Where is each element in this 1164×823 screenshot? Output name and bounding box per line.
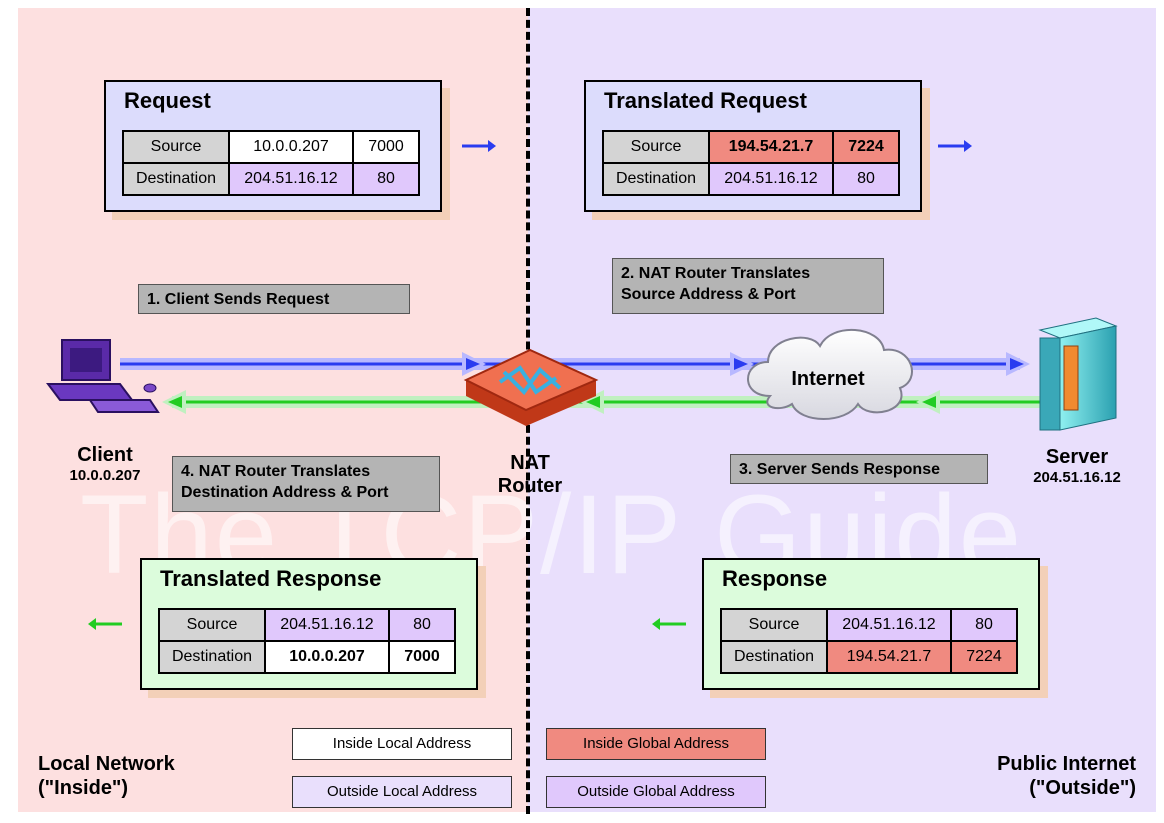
destination-port: 7224 xyxy=(950,640,1018,674)
request-direction-arrow xyxy=(462,140,496,152)
destination-address: 194.54.21.7 xyxy=(826,640,952,674)
outside-region-label: Public Internet ("Outside") xyxy=(940,752,1136,800)
source-address: 194.54.21.7 xyxy=(708,130,834,164)
inside-region-line-2: ("Inside") xyxy=(38,777,129,799)
step-4-line-2: Destination Address & Port xyxy=(181,484,389,501)
destination-label: Destination xyxy=(602,162,710,196)
router-label: NAT Router xyxy=(488,452,572,498)
step-3-label: 3. Server Sends Response xyxy=(730,454,988,484)
legend-outside-global: Outside Global Address xyxy=(546,776,766,808)
destination-address: 10.0.0.207 xyxy=(264,640,390,674)
source-address: 204.51.16.12 xyxy=(264,608,390,642)
request-table: Source 10.0.0.207 7000 Destination 204.5… xyxy=(122,130,420,196)
client-label: Client 10.0.0.207 xyxy=(46,444,164,484)
source-port: 80 xyxy=(950,608,1018,642)
server-label: Server 204.51.16.12 xyxy=(1014,446,1140,486)
outside-region-line-1: Public Internet xyxy=(997,753,1136,775)
source-label: Source xyxy=(720,608,828,642)
translated-response-packet: Translated Response Source 204.51.16.12 … xyxy=(140,558,478,690)
router-label-line-1: NAT xyxy=(510,452,550,474)
legend-inside-local: Inside Local Address xyxy=(292,728,512,760)
table-row: Source 10.0.0.207 7000 xyxy=(122,130,420,164)
table-row: Destination 194.54.21.7 7224 xyxy=(720,640,1018,674)
translated-request-table: Source 194.54.21.7 7224 Destination 204.… xyxy=(602,130,900,196)
table-row: Destination 204.51.16.12 80 xyxy=(122,162,420,196)
source-label: Source xyxy=(158,608,266,642)
step-4-line-1: 4. NAT Router Translates xyxy=(181,463,371,480)
translated-request-title: Translated Request xyxy=(604,88,807,113)
response-title: Response xyxy=(722,566,828,591)
source-port: 80 xyxy=(388,608,456,642)
table-row: Source 204.51.16.12 80 xyxy=(720,608,1018,642)
source-address: 10.0.0.207 xyxy=(228,130,354,164)
step-2-line-1: 2. NAT Router Translates xyxy=(621,265,811,282)
destination-address: 204.51.16.12 xyxy=(228,162,354,196)
source-address: 204.51.16.12 xyxy=(826,608,952,642)
internet-cloud-icon xyxy=(747,329,913,420)
source-label: Source xyxy=(122,130,230,164)
translated-request-packet: Translated Request Source 194.54.21.7 72… xyxy=(584,80,922,212)
step-2-line-2: Source Address & Port xyxy=(621,286,796,303)
response-flow-arrow xyxy=(162,390,1040,414)
source-port: 7000 xyxy=(352,130,420,164)
request-packet: Request Source 10.0.0.207 7000 Destinati… xyxy=(104,80,442,212)
client-ip: 10.0.0.207 xyxy=(69,467,141,484)
table-row: Destination 204.51.16.12 80 xyxy=(602,162,900,196)
server-ip: 204.51.16.12 xyxy=(1033,469,1121,486)
client-name: Client xyxy=(77,444,133,466)
outside-region-line-2: ("Outside") xyxy=(1029,777,1136,799)
step-4-label: 4. NAT Router Translates Destination Add… xyxy=(172,456,440,512)
table-row: Source 194.54.21.7 7224 xyxy=(602,130,900,164)
server-icon xyxy=(1038,317,1118,431)
step-2-label: 2. NAT Router Translates Source Address … xyxy=(612,258,884,314)
destination-port: 7000 xyxy=(388,640,456,674)
internet-label: Internet xyxy=(791,368,865,390)
client-computer-icon xyxy=(46,339,160,413)
destination-port: 80 xyxy=(352,162,420,196)
translated-request-direction-arrow xyxy=(938,140,972,152)
inside-region-line-1: Local Network xyxy=(38,753,175,775)
legend-outside-local: Outside Local Address xyxy=(292,776,512,808)
table-row: Source 204.51.16.12 80 xyxy=(158,608,456,642)
legend-inside-global: Inside Global Address xyxy=(546,728,766,760)
router-label-line-2: Router xyxy=(497,475,563,497)
step-1-label: 1. Client Sends Request xyxy=(138,284,410,314)
nat-router-icon xyxy=(463,348,599,426)
destination-address: 204.51.16.12 xyxy=(708,162,834,196)
server-name: Server xyxy=(1045,446,1109,468)
destination-label: Destination xyxy=(158,640,266,674)
destination-label: Destination xyxy=(122,162,230,196)
response-table: Source 204.51.16.12 80 Destination 194.5… xyxy=(720,608,1018,674)
destination-label: Destination xyxy=(720,640,828,674)
translated-response-title: Translated Response xyxy=(160,566,382,591)
source-label: Source xyxy=(602,130,710,164)
translated-response-table: Source 204.51.16.12 80 Destination 10.0.… xyxy=(158,608,456,674)
translated-response-direction-arrow xyxy=(88,618,122,630)
destination-port: 80 xyxy=(832,162,900,196)
source-port: 7224 xyxy=(832,130,900,164)
response-direction-arrow xyxy=(652,618,686,630)
inside-region-label: Local Network ("Inside") xyxy=(38,752,258,800)
table-row: Destination 10.0.0.207 7000 xyxy=(158,640,456,674)
request-title: Request xyxy=(124,88,211,113)
response-packet: Response Source 204.51.16.12 80 Destinat… xyxy=(702,558,1040,690)
